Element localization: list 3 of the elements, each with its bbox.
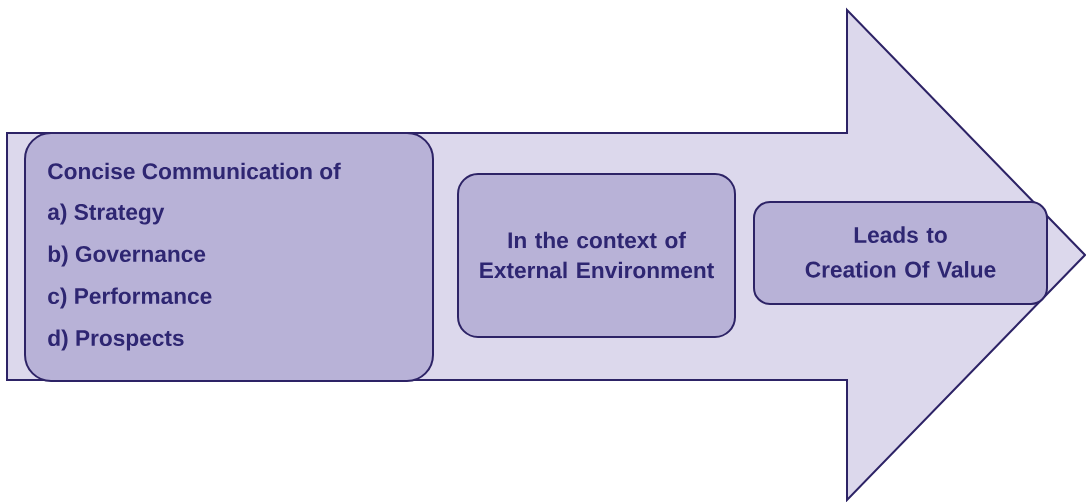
rounded-box: In the context of External Environment [457, 173, 736, 338]
rounded-box: Leads to Creation Of Value [753, 201, 1048, 305]
rounded-box: Concise Communication of a) Strategy b) Governance c) Performance d) Prospects [24, 132, 434, 382]
